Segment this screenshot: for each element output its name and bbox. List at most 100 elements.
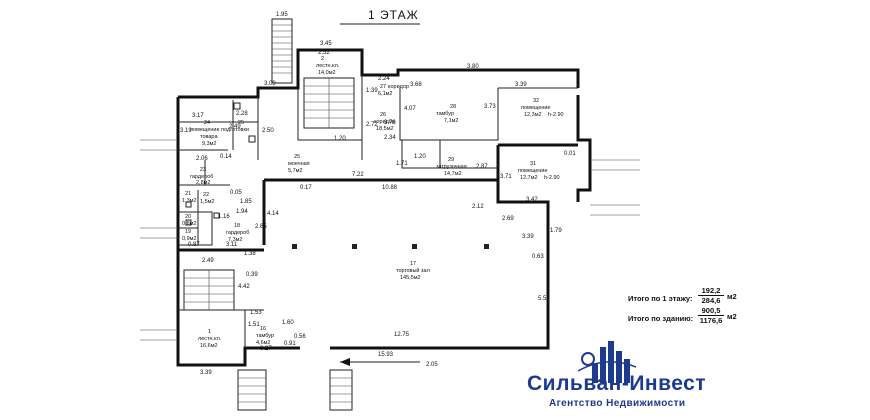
building-total-bottom: 1176,6 xyxy=(699,316,723,325)
dim-label: 2.49 xyxy=(202,258,214,264)
dim-label: 2.34 xyxy=(384,135,396,141)
dim-label: 1.16 xyxy=(218,214,230,220)
dim-label: 1.71 xyxy=(396,161,408,167)
room-area: 14,0м2 xyxy=(318,70,336,76)
dim-label: 3.39 xyxy=(515,82,527,88)
room-area: 9,3м2 xyxy=(202,141,217,147)
dim-label: 2.87 xyxy=(476,164,488,170)
dim-label: 4.07 xyxy=(404,106,416,112)
room-area: 0,8м2 xyxy=(182,221,197,227)
room-area: 2,8м2 xyxy=(196,180,211,186)
room-area: 12,7м2 xyxy=(520,175,538,181)
building-total-label: Итого по зданию: xyxy=(628,314,694,323)
room-area: 1,3м2 xyxy=(182,198,197,204)
dim-label: 0.63 xyxy=(532,254,544,260)
room-area: 18,5м2 xyxy=(376,126,394,132)
interior-partitions xyxy=(178,75,578,348)
dimension-labels: 3.45 2.52 3.09 3.80 3.68 3.39 2.24 1.39 … xyxy=(180,41,576,376)
dim-label: 0.91 xyxy=(284,341,296,347)
room-labels: 2 лестн.кл. 14,0м2 27 коридор 6,1м2 26 к… xyxy=(182,56,564,349)
room-number: 24 xyxy=(204,120,210,126)
building-fraction-bar xyxy=(698,315,724,316)
floor-total-bottom: 284,6 xyxy=(701,296,721,305)
room-number: 25 xyxy=(238,120,244,126)
dim-label: 1.95 xyxy=(276,12,288,18)
room-line3: товара xyxy=(200,134,218,140)
room-height: h-2.90 xyxy=(548,112,564,118)
room-name: коридор xyxy=(374,119,395,125)
dim-label: 3.73 xyxy=(484,104,496,110)
dim-label: 2.28 xyxy=(236,111,248,117)
dim-label: 4.14 xyxy=(267,211,279,217)
dim-label: 3.39 xyxy=(522,234,534,240)
dim-label: 2.49 xyxy=(229,124,241,130)
room-name: моечная xyxy=(288,161,310,167)
context-lines xyxy=(140,139,640,341)
room-area: 14,7м2 xyxy=(444,171,462,177)
room-name: гардероб xyxy=(226,230,249,236)
room-number: 26 xyxy=(380,112,386,118)
dim-label: 1.39 xyxy=(366,88,378,94)
building-total-top: 900,5 xyxy=(701,306,721,315)
dim-label: 3.42 xyxy=(526,197,538,203)
brand-name: Сильван-Инвест xyxy=(527,372,707,395)
room-line2: помещение подготовки xyxy=(190,127,249,133)
columns xyxy=(292,244,489,249)
room-number: 25 xyxy=(294,154,300,160)
room-area: 16,6м2 xyxy=(200,343,218,349)
dim-label: 12.75 xyxy=(394,332,410,338)
fixtures xyxy=(185,102,256,226)
room-area: 7,1м2 xyxy=(444,118,459,124)
dim-label: 3.76 xyxy=(384,120,396,126)
dim-label: 2.05 xyxy=(426,362,438,368)
dim-label: 2.52 xyxy=(318,50,330,56)
room-area: 145,5м2 xyxy=(400,275,421,281)
room-number: 17 xyxy=(410,261,416,267)
floor-total-unit: м2 xyxy=(727,292,737,301)
dim-label: 1.85 xyxy=(240,199,252,205)
room-area: 7,3м2 xyxy=(228,237,243,243)
dim-label: 3.71 xyxy=(500,174,512,180)
room-name: тамбур xyxy=(256,333,274,339)
room-name: помещение xyxy=(521,105,551,111)
room-name: лестн.кл. xyxy=(316,63,340,69)
dim-label: 0.87 xyxy=(188,242,200,248)
room-number: 27 xyxy=(380,84,386,90)
room-number: 20 xyxy=(185,214,191,220)
outer-walls xyxy=(176,48,592,367)
room-name: тамбур xyxy=(436,111,454,117)
dim-label: 5.51 xyxy=(538,296,550,302)
room-number: 32 xyxy=(533,98,539,104)
dim-label: 0.39 xyxy=(246,272,258,278)
dim-label: 2.65 xyxy=(255,224,267,230)
dim-label: 3.45 xyxy=(320,41,332,47)
floor-title: 1 ЭТАЖ xyxy=(368,8,419,22)
room-name: лестн.кл. xyxy=(198,336,222,342)
building-total-unit: м2 xyxy=(727,312,737,321)
dim-label: 3.80 xyxy=(467,64,479,70)
room-number: 1 xyxy=(208,329,211,335)
room-height: h-2.90 xyxy=(544,175,560,181)
dim-label: 1.53 xyxy=(250,310,262,316)
dim-label: 15.93 xyxy=(378,352,394,358)
floor-total-label: Итого по 1 этажу: xyxy=(628,294,693,303)
dim-label: 3.39 xyxy=(200,370,212,376)
dim-label: 2.06 xyxy=(196,156,208,162)
top-stair-shaft: 1.95 xyxy=(271,12,293,84)
room-name: помещение xyxy=(518,168,548,174)
room-area: 4,6м2 xyxy=(256,340,271,346)
room-area: 12,3м2 xyxy=(524,112,542,118)
room-number: 16 xyxy=(260,326,266,332)
dim-label: 3.68 xyxy=(410,82,422,88)
room-name: гардероб xyxy=(190,174,213,180)
area-totals: Итого по 1 этажу: 192,2 284,6 м2 Итого п… xyxy=(628,286,738,328)
room-number: 2 xyxy=(321,56,324,62)
room-number: 31 xyxy=(530,161,536,167)
dim-label: 1.51 xyxy=(248,322,260,328)
dim-label: 1.79 xyxy=(550,228,562,234)
dim-label: 2.50 xyxy=(262,128,274,134)
dim-label: 1.60 xyxy=(282,320,294,326)
room-name: загрузочная xyxy=(436,164,467,170)
dim-label: 2.12 xyxy=(472,204,484,210)
